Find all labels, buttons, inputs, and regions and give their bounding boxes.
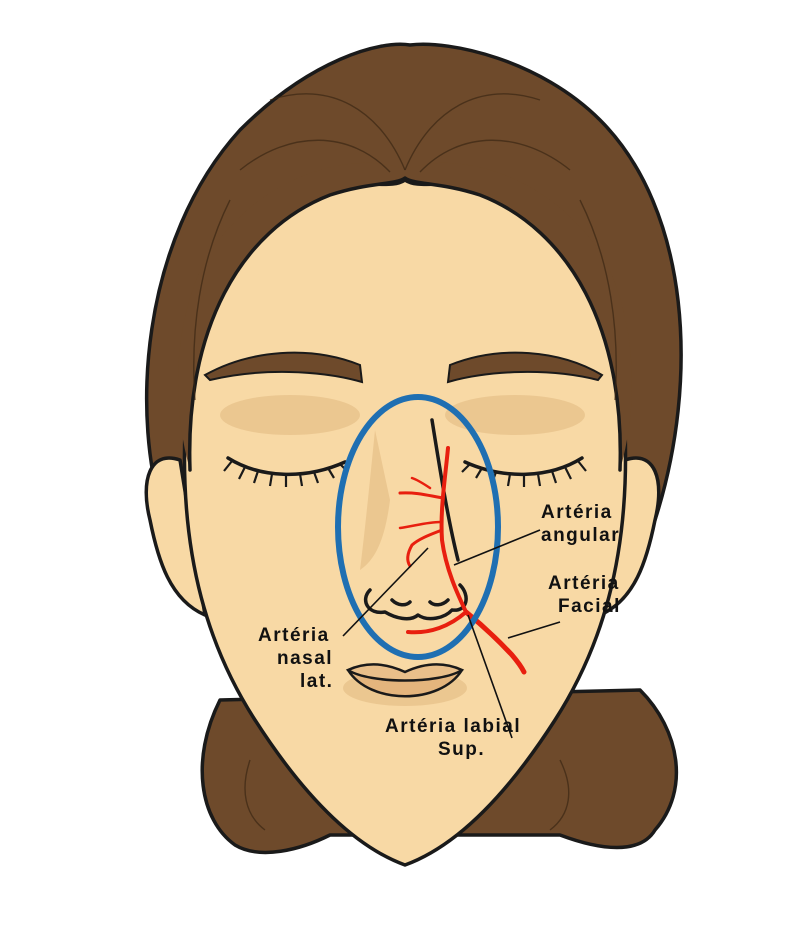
- label-angular-line2: angular: [541, 525, 620, 546]
- label-labial-line1: Artéria labial: [385, 716, 521, 737]
- label-nasal-line3: lat.: [300, 671, 333, 692]
- right-eye-shadow: [445, 395, 585, 435]
- label-labial-line2: Sup.: [438, 739, 485, 760]
- left-eye-shadow: [220, 395, 360, 435]
- label-angular-line1: Artéria: [541, 502, 613, 523]
- label-nasal-line1: Artéria: [258, 625, 330, 646]
- label-facial-line1: Artéria: [548, 573, 620, 594]
- label-nasal-line2: nasal: [277, 648, 333, 669]
- label-facial-line2: Facial: [558, 596, 621, 617]
